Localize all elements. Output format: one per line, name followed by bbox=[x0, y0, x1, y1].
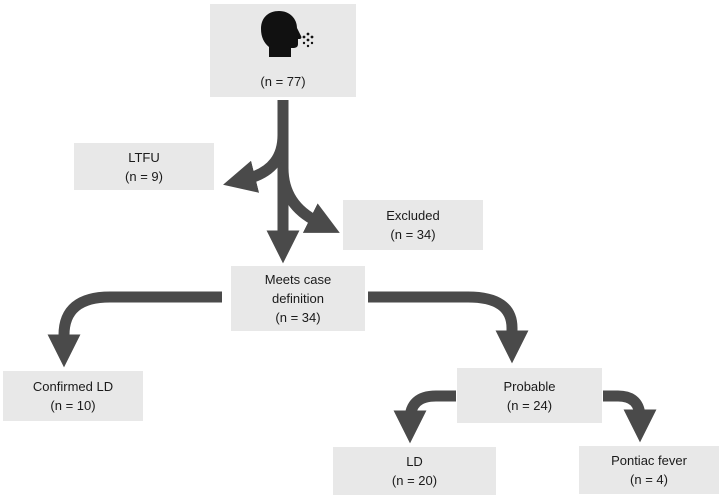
node-probable-label: Probable bbox=[503, 378, 556, 394]
node-confirmed-count: (n = 10) bbox=[50, 398, 96, 413]
node-confirmed-label: Confirmed LD bbox=[32, 379, 114, 394]
node-excluded: Excluded (n = 34) bbox=[343, 200, 483, 250]
node-meets-label-2: definition bbox=[271, 291, 325, 306]
node-ld-label: LD bbox=[406, 454, 423, 469]
node-ltfu-count: (n = 9) bbox=[125, 168, 163, 184]
arrow-to-ltfu bbox=[223, 134, 289, 193]
arrow-to-ld bbox=[393, 390, 456, 444]
arrow-to-excluded bbox=[277, 167, 340, 233]
node-total-count: (n = 77) bbox=[260, 74, 306, 89]
node-pontiac-count: (n = 4) bbox=[630, 472, 668, 487]
node-probable-count: (n = 24) bbox=[506, 397, 553, 413]
node-excluded-count: (n = 34) bbox=[390, 227, 436, 242]
arrow-to-probable bbox=[368, 291, 529, 364]
arrow-to-pontiac bbox=[603, 390, 657, 443]
node-pontiac-label: Pontiac fever bbox=[611, 453, 687, 468]
arrow-to-confirmed bbox=[47, 291, 222, 368]
node-ltfu: LTFU (n = 9) bbox=[74, 143, 214, 190]
node-ld-count: (n = 20) bbox=[391, 473, 438, 488]
node-confirmed-ld: Confirmed LD (n = 10) bbox=[3, 371, 143, 421]
node-ld: LD (n = 20) bbox=[333, 447, 496, 495]
node-meets-label-1: Meets case bbox=[264, 272, 332, 287]
node-ltfu-label: LTFU bbox=[128, 149, 160, 165]
node-meets-case-definition: Meets case definition (n = 34) bbox=[231, 266, 365, 331]
node-pontiac-fever: Pontiac fever (n = 4) bbox=[579, 446, 719, 494]
node-meets-count: (n = 34) bbox=[275, 310, 321, 325]
person-coughing-icon bbox=[261, 11, 314, 57]
node-excluded-label: Excluded bbox=[386, 208, 440, 223]
node-probable: Probable (n = 24) bbox=[457, 368, 602, 423]
